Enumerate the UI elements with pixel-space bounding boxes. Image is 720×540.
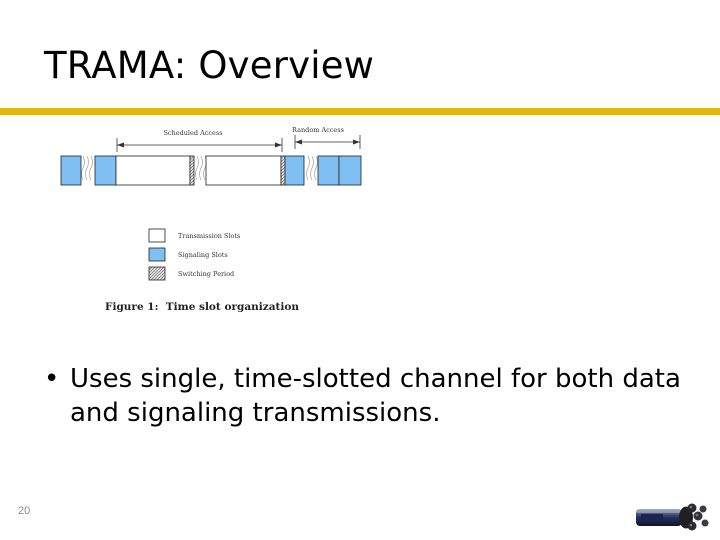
bullet-point: • Uses single, time-slotted channel for … [44,362,694,430]
legend-label-signaling: Signaling Slots [178,251,228,259]
scheduled-access-arrow [116,138,283,152]
legend-label-switching: Switching Period [178,270,234,278]
legend: Transmission Slots Signaling Slots Switc… [148,228,240,281]
signaling-slot [94,155,117,186]
slide-title: TRAMA: Overview [44,44,375,87]
legend-swatch-transmission [148,228,166,243]
sensor-device-icon [632,498,714,536]
legend-swatch-switching [148,266,166,281]
title-divider [0,108,720,115]
time-slot-figure: Scheduled Access Random Access [50,120,380,320]
scheduled-access-label: Scheduled Access [163,129,222,137]
switching-period [280,155,286,186]
signaling-slot [317,155,340,186]
time-slot-diagram: Scheduled Access Random Access [60,126,362,313]
legend-swatch-signaling [148,247,166,262]
slot-row [60,155,362,186]
random-access-label: Random Access [292,126,344,134]
switching-period [189,155,195,186]
signaling-slot [338,155,362,186]
figure-caption: Figure 1: Time slot organization [105,301,299,313]
slide-number: 20 [18,505,31,517]
bullet-text: Uses single, time-slotted channel for bo… [70,364,681,428]
signaling-slot [284,155,305,186]
transmission-slot [205,155,282,186]
random-access-arrow [294,135,361,149]
signaling-slot [60,155,82,186]
legend-label-transmission: Transmission Slots [178,232,240,240]
transmission-slot [115,155,191,186]
bullet-marker: • [44,364,60,394]
